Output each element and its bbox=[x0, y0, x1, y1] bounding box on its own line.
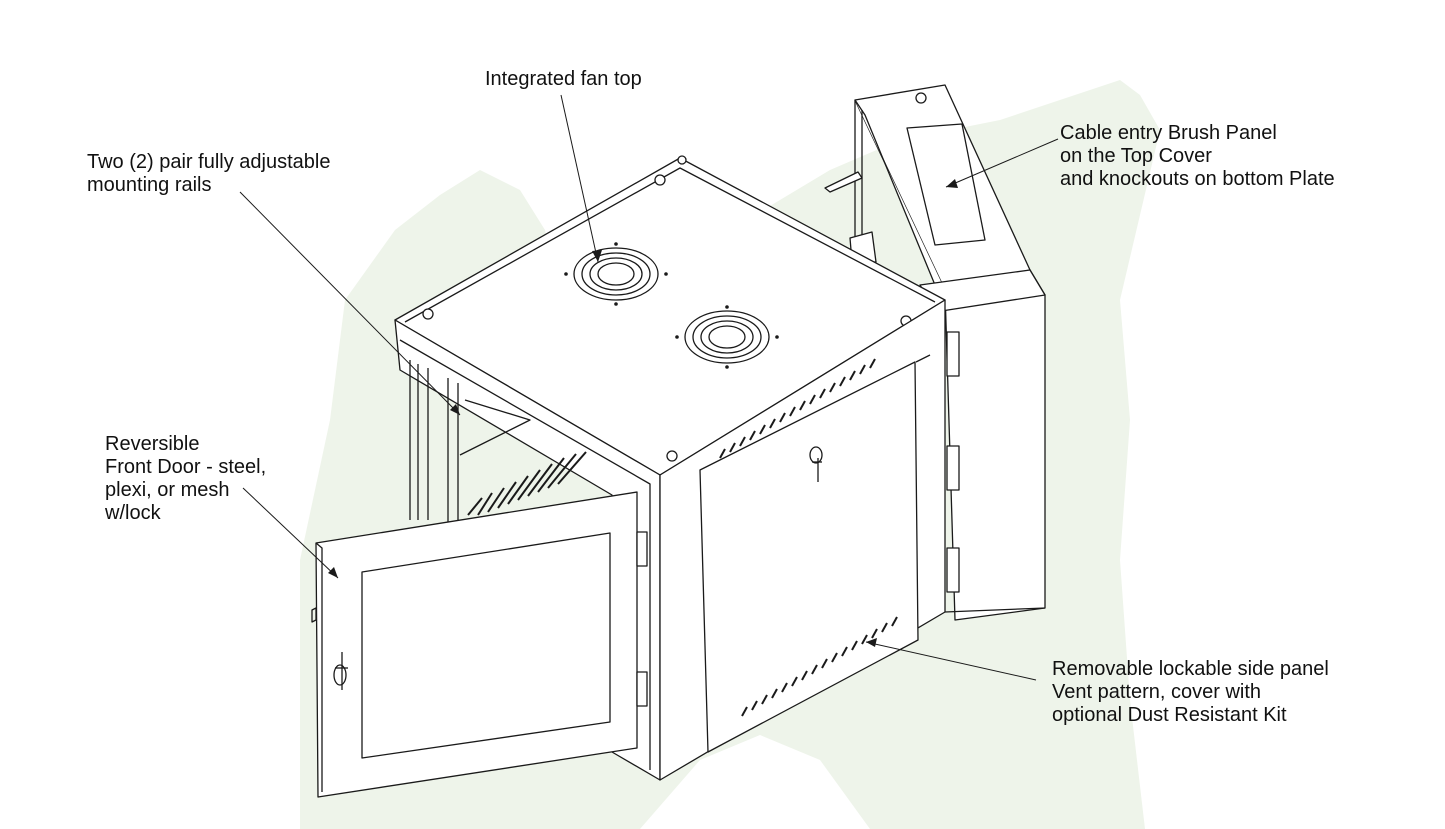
callout-cable-entry-line-2: on the Top Cover bbox=[1060, 145, 1212, 167]
leader-fan-top bbox=[560, 94, 599, 263]
door-latch bbox=[311, 607, 317, 623]
rear-screw bbox=[915, 92, 927, 104]
hinge-1 bbox=[946, 331, 960, 377]
rear-wall-section bbox=[824, 84, 1046, 621]
front-door-edge bbox=[315, 542, 323, 792]
arrow-fan-top bbox=[592, 250, 602, 262]
callout-side-panel-line-3: optional Dust Resistant Kit bbox=[1052, 704, 1287, 726]
callout-cable-entry-line-1: Cable entry Brush Panel bbox=[1060, 122, 1277, 144]
bottom-edge bbox=[944, 607, 1046, 613]
callout-side-panel: Removable lockable side panel Vent patte… bbox=[1052, 658, 1329, 727]
removable-side-panel bbox=[699, 361, 919, 753]
leader-front-door bbox=[242, 487, 339, 579]
arrow-side-panel bbox=[866, 638, 877, 647]
door-key-lock-icon bbox=[333, 652, 348, 690]
callout-side-panel-line-1: Removable lockable side panel bbox=[1052, 658, 1329, 680]
callout-cable-entry: Cable entry Brush Panel on the Top Cover… bbox=[1060, 122, 1335, 191]
hinge-2 bbox=[946, 445, 960, 491]
interior-vent bbox=[467, 451, 587, 516]
callout-rails-line-2: mounting rails bbox=[87, 174, 212, 196]
top-inner-rim bbox=[404, 167, 936, 323]
arrow-rails bbox=[450, 404, 460, 415]
callout-fan-top: Integrated fan top bbox=[485, 68, 642, 91]
fan-grille-icon bbox=[564, 242, 668, 306]
callout-cable-entry-line-3: and knockouts on bottom Plate bbox=[1060, 168, 1335, 190]
door-window-panel bbox=[361, 532, 611, 759]
callout-front-door-line-4: w/lock bbox=[105, 502, 161, 524]
side-panel-edge bbox=[915, 354, 931, 363]
fan-grille-icon-2 bbox=[675, 305, 779, 369]
side-top-vent bbox=[719, 358, 876, 459]
top-screw-4 bbox=[666, 450, 678, 462]
callout-front-door: Reversible Front Door - steel, plexi, or… bbox=[105, 433, 266, 525]
top-screw-1 bbox=[654, 174, 666, 186]
arrow-cable-entry bbox=[946, 179, 958, 188]
top-corner-screw bbox=[677, 155, 687, 165]
door-hinge-2 bbox=[636, 671, 648, 707]
interior-brace bbox=[459, 399, 531, 456]
callout-rails-line-1: Two (2) pair fully adjustable bbox=[87, 151, 331, 173]
callout-front-door-line-2: Front Door - steel, bbox=[105, 456, 267, 478]
key-lock-icon bbox=[809, 446, 823, 482]
brush-panel-slot bbox=[906, 123, 986, 246]
rear-wall-face bbox=[944, 269, 1046, 621]
rear-bracket-top bbox=[824, 171, 863, 193]
leader-cable-entry bbox=[945, 138, 1059, 188]
callout-front-door-line-3: plexi, or mesh bbox=[105, 479, 230, 501]
leader-rails bbox=[239, 191, 461, 416]
callout-front-door-line-1: Reversible bbox=[105, 433, 200, 455]
side-bottom-vent bbox=[741, 616, 898, 717]
callout-side-panel-line-2: Vent pattern, cover with bbox=[1052, 681, 1262, 703]
door-hinge-1 bbox=[636, 531, 648, 567]
top-screw-2 bbox=[422, 308, 434, 320]
hinge-3 bbox=[946, 547, 960, 593]
callout-rails: Two (2) pair fully adjustable mounting r… bbox=[87, 151, 330, 197]
callout-fan-top-line-1: Integrated fan top bbox=[485, 68, 642, 90]
leader-side-panel bbox=[865, 641, 1037, 681]
arrow-front-door bbox=[328, 567, 338, 578]
front-frame-inner bbox=[399, 339, 651, 770]
